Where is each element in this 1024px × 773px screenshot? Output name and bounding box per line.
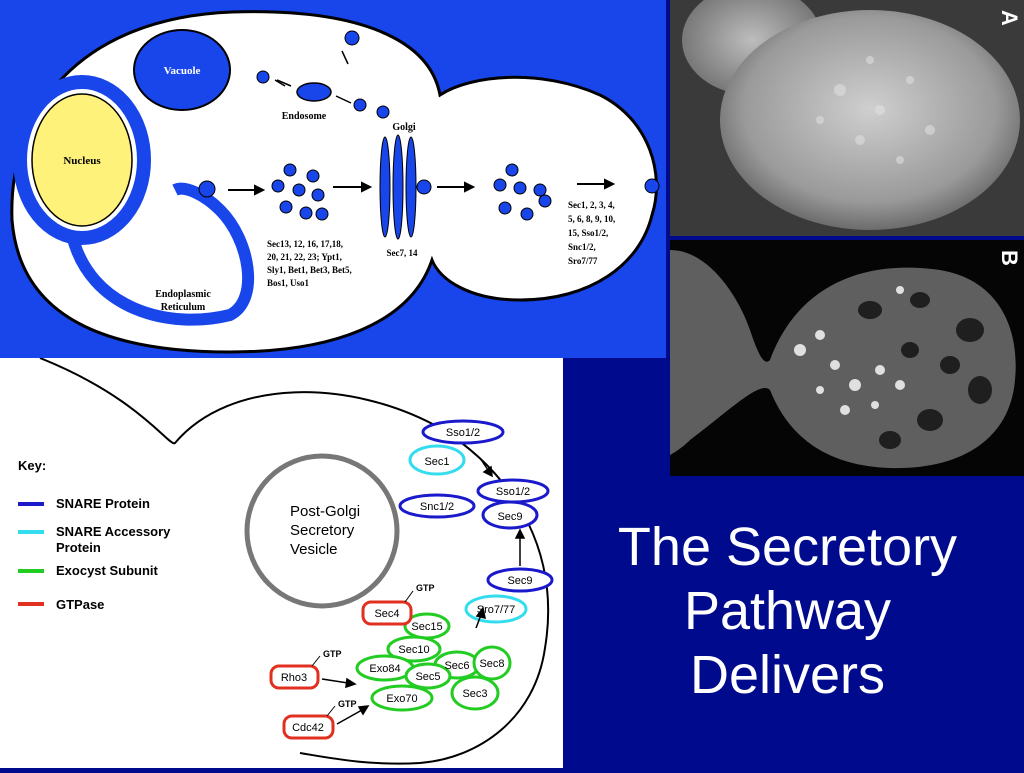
er-gene-line: Sec13, 12, 16, 17,18,: [267, 239, 343, 249]
er-gene-list: Sec13, 12, 16, 17,18, 20, 21, 22, 23; Yp…: [267, 239, 352, 288]
protein-sec10: Sec10: [398, 644, 429, 656]
legend-label: Protein: [56, 540, 101, 555]
er-gene-line: Bos1, Uso1: [267, 278, 310, 288]
gtpases: [269, 600, 413, 740]
protein-exo84: Exo84: [369, 663, 400, 675]
snare-accessory: [408, 444, 528, 624]
late-gene-line: 5, 6, 8, 9, 10,: [568, 214, 615, 224]
protein-sso12-top: Sso1/2: [446, 427, 480, 439]
micrograph-b-label: B: [997, 250, 1022, 266]
plasma-membrane-fusion: [644, 178, 660, 194]
er-outer: [13, 75, 151, 245]
er-vesicle-cluster: [271, 163, 329, 221]
late-gene-line: 15, Sso1/2,: [568, 228, 608, 238]
protein-sec15: Sec15: [411, 621, 442, 633]
budding-vesicle: [344, 30, 360, 46]
late-gene-list: Sec1, 2, 3, 4, 5, 6, 8, 9, 10, 15, Sso1/…: [568, 200, 615, 266]
legend-label: GTPase: [56, 597, 104, 612]
er-gene-line: Sly1, Bet1, Bet3, Bet5,: [267, 265, 352, 275]
endosome: [296, 82, 332, 102]
er-bud: [198, 180, 216, 198]
late-gene-line: Sec1, 2, 3, 4,: [568, 200, 615, 210]
title-line: Delivers: [689, 645, 886, 705]
exocyst-complex: [355, 612, 512, 712]
cell-diagram-svg: Vacuole Endosome Golgi Sec7, 14 Nucleus …: [10, 10, 660, 354]
golgi-genes: Sec7, 14: [387, 248, 418, 258]
protein-sec8: Sec8: [479, 658, 504, 670]
title-line: Pathway: [683, 581, 892, 641]
vacuole: [133, 29, 231, 111]
golgi-label: Golgi: [392, 122, 416, 133]
vesicle-label-line: Post-Golgi: [290, 503, 360, 520]
er-label-line2: Reticulum: [161, 302, 206, 313]
legend-label: SNARE Accessory: [56, 524, 171, 539]
micrograph-a: A: [670, 0, 1024, 236]
gtp-ticks: [311, 590, 414, 717]
legend-label: Exocyst Subunit: [56, 563, 159, 578]
micrograph-a-label: A: [997, 10, 1022, 26]
protein-sro777: Sro7/77: [477, 604, 516, 616]
mother-cell: [720, 10, 1020, 230]
endosome-label: Endosome: [282, 111, 327, 122]
protein-sec4: Sec4: [374, 608, 399, 620]
vesicle: [353, 98, 367, 112]
arrow: [335, 95, 352, 104]
protein-rho3: Rho3: [281, 672, 307, 684]
late-gene-line: Sro7/77: [568, 256, 598, 266]
er-gene-line: 20, 21, 22, 23; Ypt1,: [267, 252, 342, 262]
post-golgi-vesicle-cluster: [493, 163, 552, 221]
gtp-label: GTP: [323, 649, 342, 659]
legend-label: SNARE Protein: [56, 496, 150, 511]
arrow: [274, 79, 286, 87]
interaction-arrows: [321, 457, 526, 725]
vesicle-label-line: Vesicle: [290, 541, 338, 558]
post-golgi-vesicle: [244, 453, 400, 609]
arrow: [341, 50, 349, 65]
golgi-cisterna: [392, 134, 404, 240]
late-gene-line: Snc1/2,: [568, 242, 596, 252]
protein-sec9-mid: Sec9: [497, 511, 522, 523]
protein-sec6: Sec6: [444, 660, 469, 672]
pathway-arrows: [228, 178, 616, 196]
secretory-pathway-diagram: Vacuole Endosome Golgi Sec7, 14 Nucleus …: [0, 0, 666, 358]
vesicle: [256, 70, 270, 84]
micrograph-a-svg: A: [670, 0, 1024, 236]
micrograph-b-svg: B: [670, 240, 1024, 476]
key-title: Key:: [18, 458, 46, 473]
gtp-label: GTP: [416, 583, 435, 593]
legend: SNARE Protein SNARE Accessory Protein Ex…: [18, 496, 171, 612]
protein-sec1: Sec1: [424, 456, 449, 468]
vacuole-label: Vacuole: [164, 65, 201, 77]
protein-exo70: Exo70: [386, 693, 417, 705]
exocytosis-diagram: Key: SNARE Protein SNARE Accessory Prote…: [0, 357, 563, 768]
slide-title: The Secretory Pathway Delivers: [565, 515, 1010, 707]
nucleus: [31, 93, 133, 227]
arrow: [276, 79, 292, 87]
er-tube: [66, 182, 255, 326]
snare-proteins: [398, 419, 554, 593]
title-line: The Secretory: [617, 517, 958, 577]
micrograph-b: B: [670, 240, 1024, 476]
protein-cdc42: Cdc42: [292, 722, 324, 734]
vesicle: [376, 105, 390, 119]
nucleus-label: Nucleus: [63, 155, 101, 167]
protein-sso12-mid: Sso1/2: [496, 486, 530, 498]
protein-sec3: Sec3: [462, 688, 487, 700]
protein-sec5: Sec5: [415, 671, 440, 683]
gtp-label: GTP: [338, 699, 357, 709]
golgi-cisterna: [379, 136, 391, 238]
protein-sec9-low: Sec9: [507, 575, 532, 587]
vesicle-label-line: Secretory: [290, 522, 355, 539]
golgi-cisterna: [405, 136, 417, 238]
protein-snc12: Snc1/2: [420, 501, 454, 513]
er-label-line1: Endoplasmic: [155, 289, 211, 300]
exocytosis-svg: Key: SNARE Protein SNARE Accessory Prote…: [18, 357, 554, 765]
golgi-bud: [416, 179, 432, 195]
